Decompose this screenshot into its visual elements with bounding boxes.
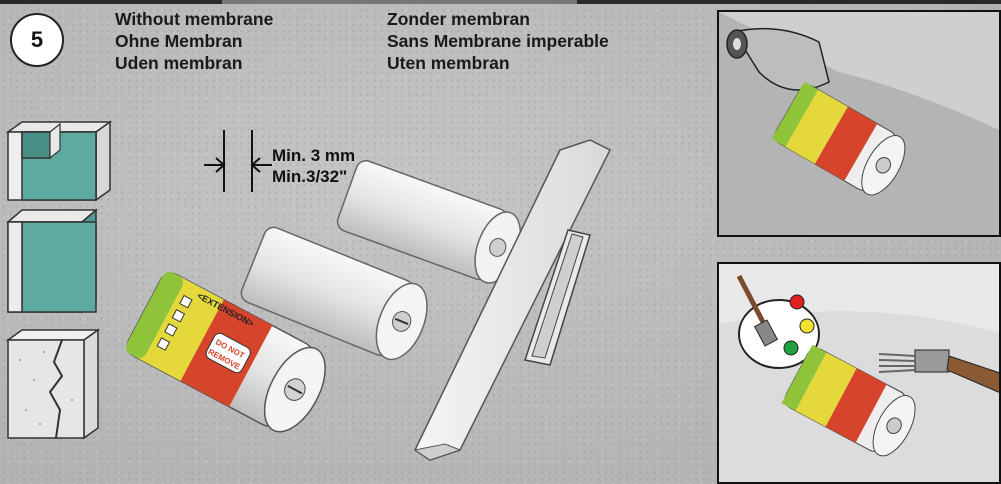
caption-german: Ohne Membran — [115, 31, 243, 51]
board-wall-icon — [5, 208, 99, 314]
dimension-imperial: Min.3/32" — [272, 167, 348, 186]
dimension-marker — [204, 130, 272, 192]
cover-plate — [413, 139, 612, 461]
language-column-right: Zonder membran Sans Membrane imperable U… — [387, 8, 609, 74]
caption-dutch: Zonder membran — [387, 9, 530, 29]
wall-type-icons — [5, 120, 113, 440]
caption-danish: Uden membran — [115, 53, 243, 73]
paint-brush-icon — [736, 274, 779, 347]
panel-paint-art — [719, 264, 999, 482]
panel-paint-sleeve — [781, 344, 916, 457]
main-illustration: <EXTENSION> DO NOT REMOVE — [125, 130, 612, 461]
caption-norwegian: Uten membran — [387, 53, 510, 73]
panel-membrane-art — [719, 12, 999, 235]
caption-english: Without membrane — [115, 9, 274, 29]
membrane-roll-icon — [726, 27, 830, 91]
caption-french: Sans Membrane imperable — [387, 31, 609, 51]
panel-paint — [717, 262, 1001, 484]
panel-membrane-sleeve — [771, 81, 906, 196]
extension-sleeve-middle — [240, 226, 428, 361]
extension-sleeve-front: <EXTENSION> DO NOT REMOVE — [125, 272, 326, 433]
panel-membrane — [717, 10, 1001, 237]
language-column-left: Without membrane Ohne Membran Uden membr… — [115, 8, 273, 74]
wall-brush-icon — [878, 349, 999, 393]
dimension-label: Min. 3 mm Min.3/32" — [272, 145, 355, 187]
top-border — [0, 0, 1001, 4]
top-border-tab — [222, 0, 577, 4]
dimension-metric: Min. 3 mm — [272, 146, 356, 165]
step-number-badge: 5 — [10, 13, 64, 67]
concrete-wall-icon — [5, 328, 101, 440]
tile-wall-icon — [5, 120, 113, 202]
